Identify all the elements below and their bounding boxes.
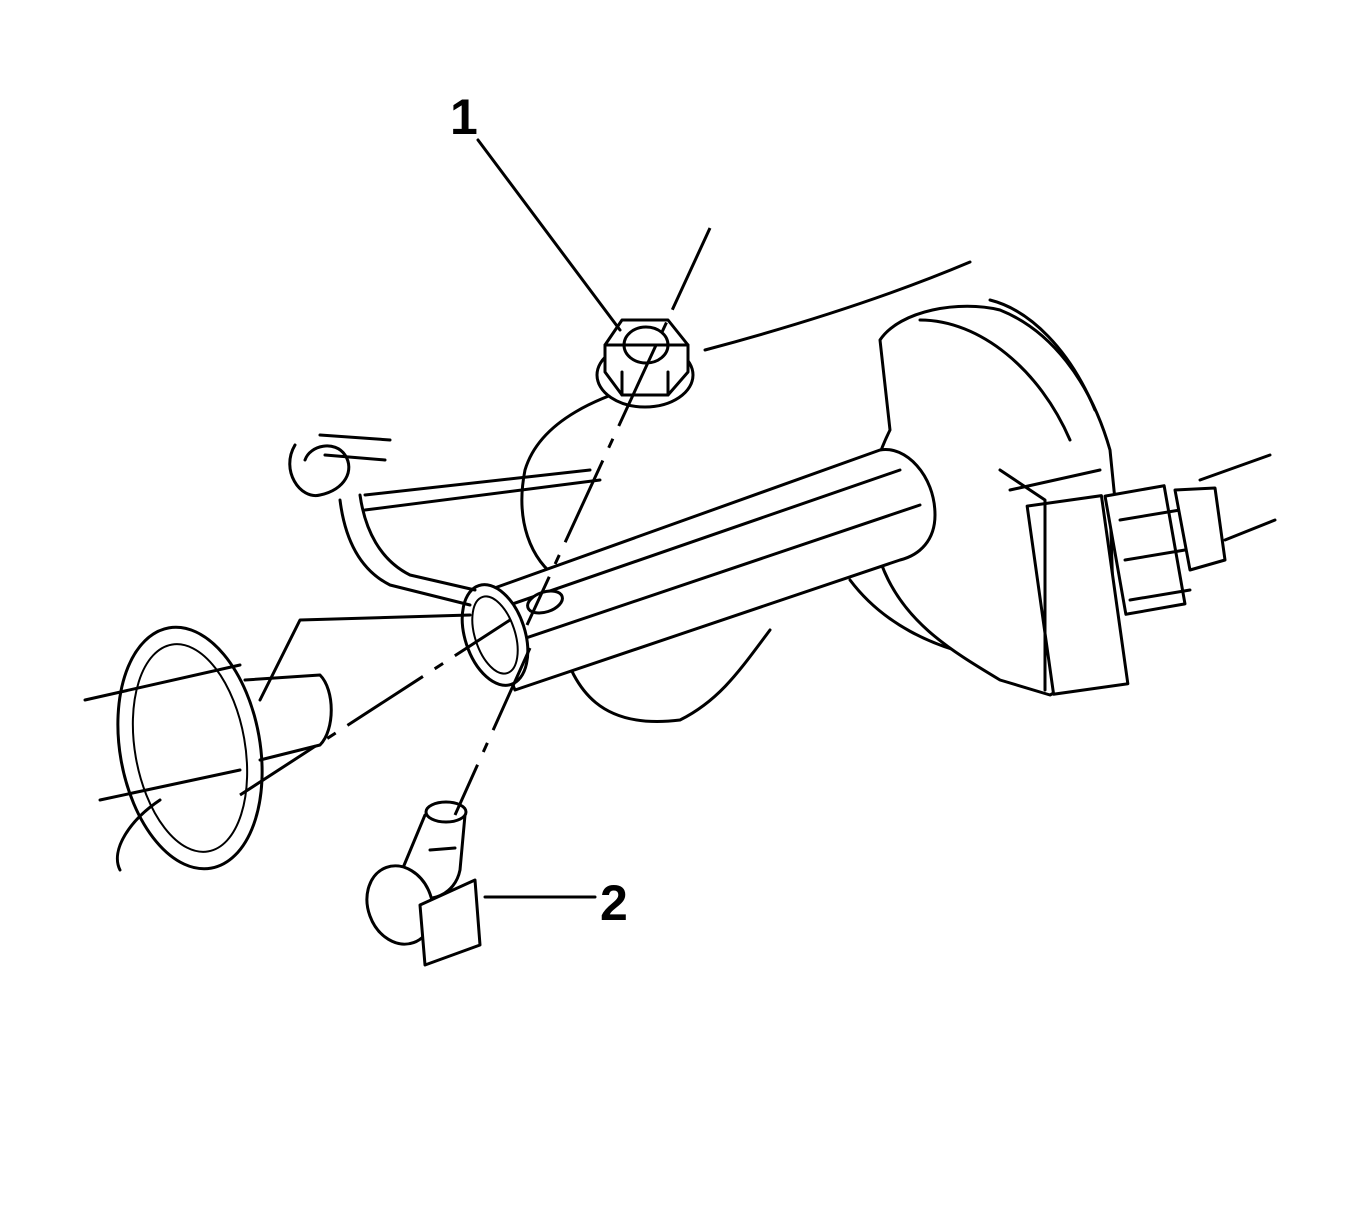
steering-shaft-flange [83, 613, 472, 872]
electrical-connector [1103, 453, 1277, 616]
callout-leaders [239, 138, 712, 899]
shaft-centerline [239, 618, 511, 797]
leader-line-1 [476, 138, 622, 332]
bolt-item-2 [365, 800, 482, 967]
callout-label-1: 1 [450, 89, 478, 145]
centerline-bolt [453, 647, 532, 816]
ignition-switch-housing [867, 298, 1130, 697]
nut-item-1 [595, 318, 695, 409]
wire-harness [288, 433, 602, 607]
steering-column-tube [460, 447, 937, 692]
centerline-nut [525, 227, 712, 626]
callout-label-2: 2 [600, 875, 628, 931]
